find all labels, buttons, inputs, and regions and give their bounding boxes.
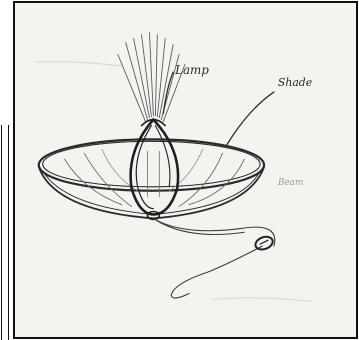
lamp-label: Lamp (174, 63, 209, 77)
leader-lines (163, 72, 274, 145)
sketch-frame: Lamp Shade Beam (13, 1, 358, 339)
shade-label: Shade (278, 76, 312, 89)
shade-dish (39, 139, 264, 218)
left-border-rule (1, 125, 9, 340)
paper-marks (35, 62, 312, 302)
lamp-bulb (131, 120, 178, 220)
faint-annotation: Beam (277, 178, 303, 188)
power-cord (153, 218, 274, 298)
lamp-sketch: Lamp Shade Beam (15, 3, 356, 337)
